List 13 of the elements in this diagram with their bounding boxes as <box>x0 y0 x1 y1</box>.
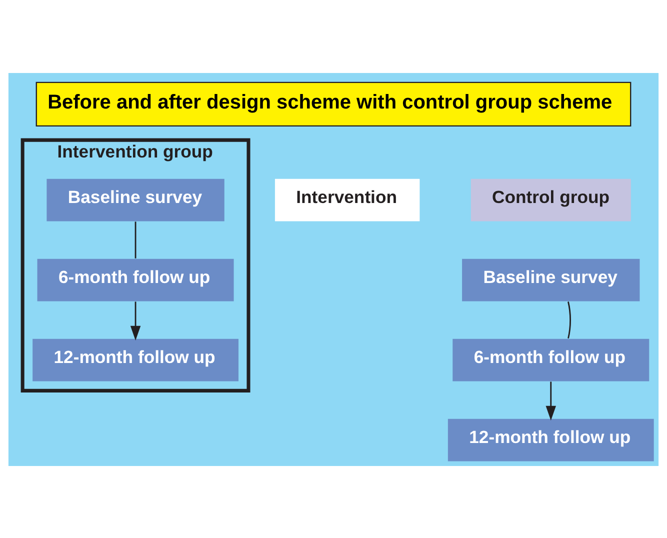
node-box: Intervention <box>274 178 420 221</box>
arrow <box>546 381 556 420</box>
connector <box>134 221 136 258</box>
node-box: Control group <box>470 178 631 221</box>
node-box: 12-month follow up <box>32 338 238 381</box>
connector <box>568 301 571 338</box>
node-box: Baseline survey <box>462 258 640 301</box>
node-box: 6-month follow up <box>37 258 234 301</box>
diagram-title: Before and after design scheme with control group scheme <box>48 90 612 113</box>
node-box: 12-month follow up <box>448 418 654 461</box>
node-box: Baseline survey <box>46 178 224 221</box>
node-box: 6-month follow up <box>452 338 650 381</box>
arrow <box>130 301 141 340</box>
